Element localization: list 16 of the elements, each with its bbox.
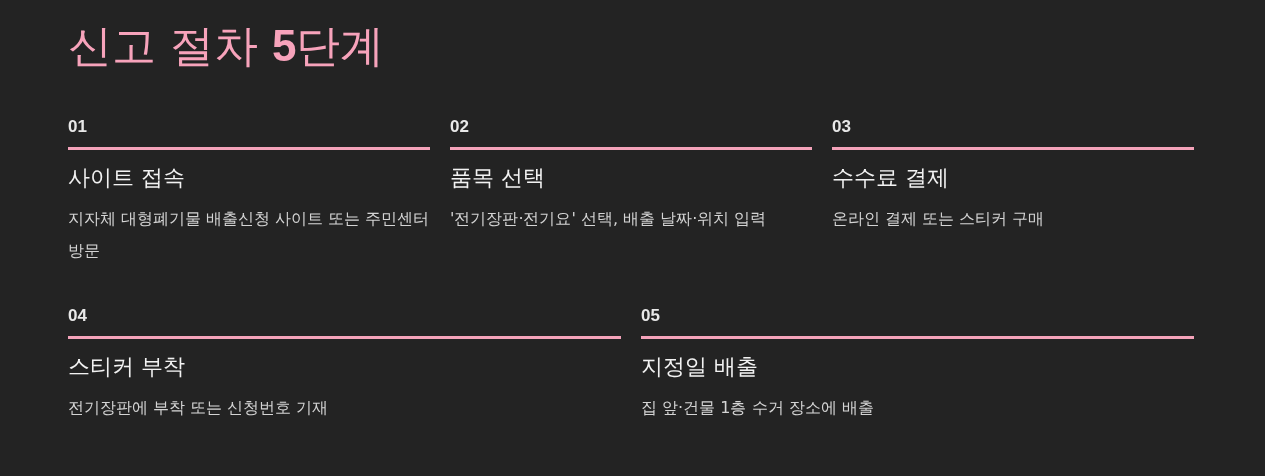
- step-description: '전기장판·전기요' 선택, 배출 날짜·위치 입력: [450, 208, 768, 230]
- step-heading: 품목 선택: [450, 164, 545, 192]
- step-description: 전기장판에 부착 또는 신청번호 기재: [68, 397, 330, 419]
- step-heading: 수수료 결제: [832, 164, 949, 192]
- step-number: 05: [641, 306, 660, 326]
- step-description: 지자체 대형폐기물 배출신청 사이트 또는 주민센터 방문: [68, 208, 430, 262]
- step-heading: 지정일 배출: [641, 353, 758, 381]
- step-description: 온라인 결제 또는 스티커 구매: [832, 208, 1046, 230]
- step-description: 집 앞·건물 1층 수거 장소에 배출: [641, 397, 875, 419]
- step-heading: 사이트 접속: [68, 164, 185, 192]
- step-heading: 스티커 부착: [68, 353, 185, 381]
- step-number: 03: [832, 117, 851, 137]
- title: 신고 절차 5단계: [68, 19, 385, 73]
- step-number: 04: [68, 306, 87, 326]
- step-number: 02: [450, 117, 469, 137]
- step-number: 01: [68, 117, 87, 137]
